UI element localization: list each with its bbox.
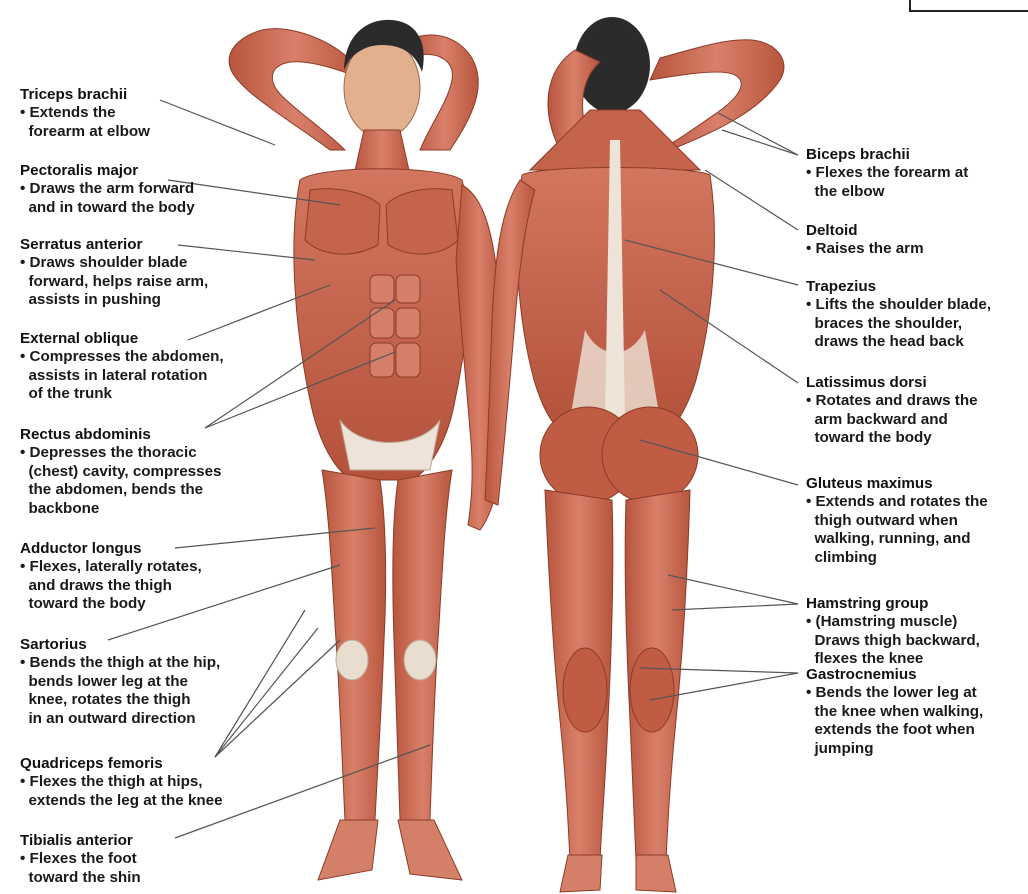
label-rectus-abdominis: Rectus abdominis [20, 426, 151, 445]
label-pectoralis-major: Pectoralis major [20, 162, 138, 181]
desc-biceps-brachii: • Flexes the forearm at the elbow [806, 164, 968, 201]
desc-triceps-brachii: • Extends the forearm at elbow [20, 104, 150, 141]
label-gastrocnemius: Gastrocnemius [806, 666, 917, 685]
desc-hamstring-group: • (Hamstring muscle) Draws thigh backwar… [806, 613, 980, 669]
front-figure [229, 20, 503, 880]
desc-trapezius: • Lifts the shoulder blade, braces the s… [806, 296, 991, 352]
label-biceps-brachii: Biceps brachii [806, 146, 910, 165]
desc-deltoid: • Raises the arm [806, 240, 924, 259]
desc-sartorius: • Bends the thigh at the hip, bends lowe… [20, 654, 220, 728]
label-tibialis-anterior: Tibialis anterior [20, 832, 133, 851]
label-quadriceps-femoris: Quadriceps femoris [20, 755, 163, 774]
desc-quadriceps-femoris: • Flexes the thigh at hips, extends the … [20, 773, 223, 810]
desc-latissimus-dorsi: • Rotates and draws the arm backward and… [806, 392, 978, 448]
label-latissimus-dorsi: Latissimus dorsi [806, 374, 927, 393]
label-triceps-brachii: Triceps brachii [20, 86, 127, 105]
desc-external-oblique: • Compresses the abdomen, assists in lat… [20, 348, 224, 404]
desc-adductor-longus: • Flexes, laterally rotates, and draws t… [20, 558, 202, 614]
desc-serratus-anterior: • Draws shoulder blade forward, helps ra… [20, 254, 208, 310]
label-adductor-longus: Adductor longus [20, 540, 142, 559]
desc-tibialis-anterior: • Flexes the foot toward the shin [20, 850, 141, 887]
desc-gastrocnemius: • Bends the lower leg at the knee when w… [806, 684, 983, 758]
label-hamstring-group: Hamstring group [806, 595, 928, 614]
desc-pectoralis-major: • Draws the arm forward and in toward th… [20, 180, 195, 217]
back-figure [485, 17, 784, 892]
label-serratus-anterior: Serratus anterior [20, 236, 142, 255]
label-trapezius: Trapezius [806, 278, 876, 297]
label-gluteus-maximus: Gluteus maximus [806, 475, 933, 494]
desc-gluteus-maximus: • Extends and rotates the thigh outward … [806, 493, 988, 567]
label-external-oblique: External oblique [20, 330, 138, 349]
label-deltoid: Deltoid [806, 222, 857, 241]
desc-rectus-abdominis: • Depresses the thoracic (chest) cavity,… [20, 444, 221, 518]
label-sartorius: Sartorius [20, 636, 87, 655]
